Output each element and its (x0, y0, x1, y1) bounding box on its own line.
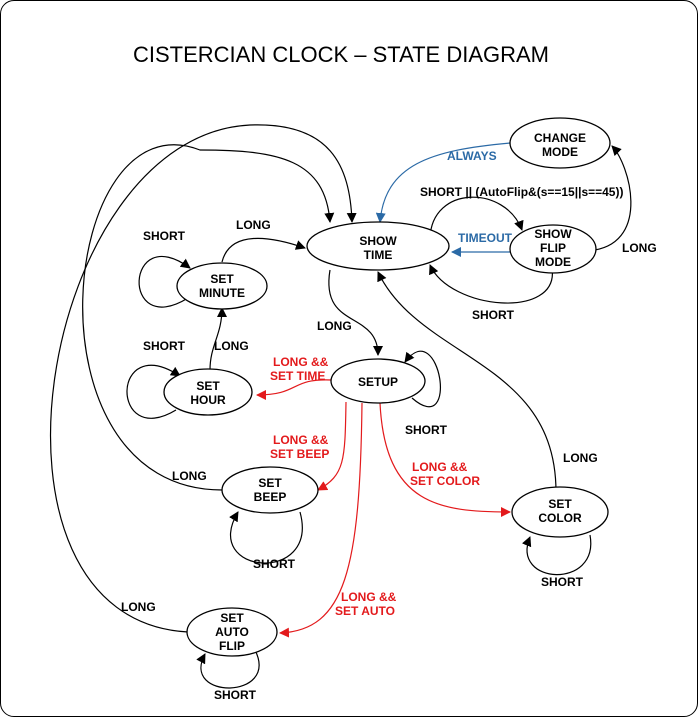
node-show-time: SHOW TIME (306, 221, 450, 271)
edge-color-short (521, 534, 592, 576)
edge-to-set-time (256, 379, 333, 400)
label-short-flip-condition: SHORT || (AutoFlip&(s==15||s==45)) (420, 185, 623, 199)
node-change-mode-line2: MODE (542, 145, 578, 159)
label-always: ALWAYS (447, 149, 497, 163)
label-flip-long: LONG (622, 241, 657, 255)
edge-autoflip-long (49, 124, 357, 633)
node-show-flip-line3: MODE (535, 255, 571, 269)
node-setup: SETUP (330, 358, 426, 404)
label-setup-short: SHORT (405, 423, 448, 437)
label-timeout: TIMEOUT (458, 231, 513, 245)
label-set-auto-line2: SET AUTO (335, 604, 395, 618)
edge-beep-long (82, 144, 335, 491)
node-set-color: SET COLOR (511, 486, 609, 538)
edge-hour-long (209, 307, 227, 371)
node-set-beep: SET BEEP (221, 466, 319, 514)
edge-minute-long (221, 237, 306, 263)
node-set-minute-line2: MINUTE (199, 286, 245, 300)
edge-showtime-long (328, 269, 383, 356)
label-set-color-line1: LONG && (412, 460, 468, 474)
label-minute-short: SHORT (143, 229, 186, 243)
node-change-mode-line1: CHANGE (534, 131, 586, 145)
edge-to-set-beep (317, 401, 347, 491)
label-beep-long: LONG (172, 469, 207, 483)
node-set-color-line1: SET (548, 497, 572, 511)
label-set-time-line2: SET TIME (270, 369, 325, 383)
node-set-hour-line1: SET (196, 379, 220, 393)
label-color-short: SHORT (541, 575, 584, 589)
edge-autoflip-short (196, 649, 260, 689)
label-flip-short: SHORT (472, 308, 515, 322)
node-show-flip-mode: SHOW FLIP MODE (509, 224, 597, 274)
label-beep-short: SHORT (253, 557, 296, 571)
edge-minute-short (138, 255, 191, 308)
label-set-beep-line1: LONG && (273, 433, 329, 447)
node-show-flip-line2: FLIP (540, 241, 566, 255)
label-set-color-line2: SET COLOR (410, 474, 480, 488)
diagram-title: CISTERCIAN CLOCK – STATE DIAGRAM (133, 42, 549, 67)
node-set-hour-line2: HOUR (190, 393, 226, 407)
label-autoflip-short: SHORT (214, 688, 257, 702)
node-setup-line1: SETUP (358, 375, 398, 389)
edge-to-set-auto (279, 402, 363, 638)
label-color-long: LONG (563, 451, 598, 465)
edge-color-long (377, 271, 557, 493)
edge-flip-long (594, 145, 632, 251)
edge-to-set-color (379, 402, 511, 517)
node-set-minute-line1: SET (210, 272, 234, 286)
node-set-minute: SET MINUTE (176, 262, 268, 310)
node-show-time-line2: TIME (364, 248, 393, 262)
label-hour-long: LONG (214, 339, 249, 353)
node-change-mode: CHANGE MODE (509, 117, 611, 169)
label-minute-long: LONG (236, 218, 271, 232)
node-set-autoflip-line1: SET (220, 611, 244, 625)
label-set-time-line1: LONG && (273, 355, 329, 369)
edge-hour-short (126, 364, 181, 419)
label-autoflip-long: LONG (121, 600, 156, 614)
node-set-color-line2: COLOR (538, 511, 582, 525)
edge-flip-short (429, 264, 553, 304)
edge-short-flip (429, 196, 524, 239)
label-showtime-long: LONG (317, 319, 352, 333)
edge-setup-short (404, 350, 441, 408)
label-set-auto-line1: LONG && (341, 590, 397, 604)
label-hour-short: SHORT (143, 339, 186, 353)
node-set-beep-line2: BEEP (254, 490, 287, 504)
node-set-beep-line1: SET (258, 476, 282, 490)
node-set-autoflip-line3: FLIP (219, 639, 245, 653)
node-show-time-line1: SHOW (359, 234, 397, 248)
node-set-autoflip-line2: AUTO (215, 625, 249, 639)
node-set-hour: SET HOUR (163, 368, 253, 416)
node-set-auto-flip: SET AUTO FLIP (186, 607, 278, 657)
edge-beep-short (229, 511, 303, 564)
label-set-beep-line2: SET BEEP (270, 447, 329, 461)
node-show-flip-line1: SHOW (534, 227, 572, 241)
edge-always (375, 142, 511, 223)
